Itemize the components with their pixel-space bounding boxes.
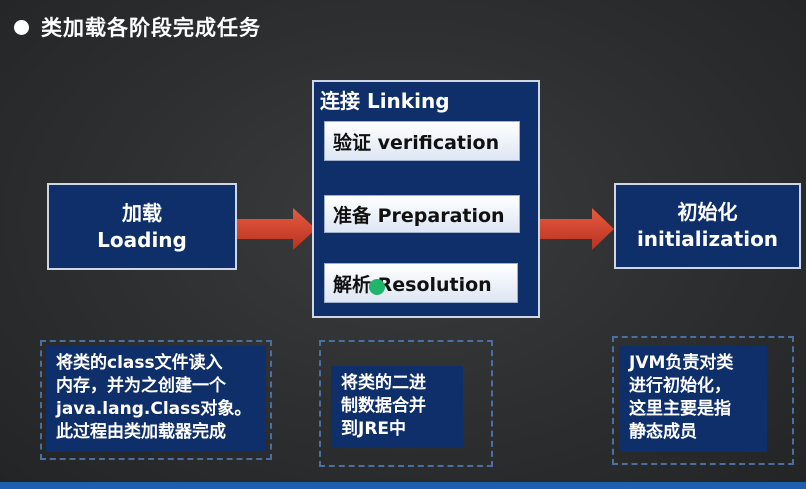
init-label-cn: 初始化 — [677, 200, 738, 224]
step-resolution: 解析 Resolution — [324, 263, 518, 303]
bottom-bar — [0, 482, 806, 489]
note-loading-line: 内存，并为之创建一个 — [56, 376, 226, 396]
cursor-dot-icon — [369, 279, 385, 295]
arrow-linking-to-init — [540, 208, 614, 250]
note-init-line: JVM负责对类 — [629, 353, 734, 373]
loading-label-en: Loading — [97, 227, 187, 252]
init-label-en: initialization — [636, 227, 779, 251]
note-linking-line: 制数据合并 — [341, 396, 426, 416]
arrow-loading-to-linking — [237, 208, 316, 250]
note-loading: 将类的class文件读入 内存，并为之创建一个 java.lang.Class对… — [46, 346, 266, 452]
note-linking-line: 将类的二进 — [341, 373, 426, 393]
note-loading-line: java.lang.Class对象。 — [56, 399, 252, 419]
note-init-line: 静态成员 — [629, 422, 697, 442]
loading-box: 加载 Loading — [47, 183, 237, 270]
page-title: 类加载各阶段完成任务 — [41, 16, 261, 40]
step-verification: 验证 verification — [324, 121, 520, 161]
bullet-icon — [14, 19, 29, 35]
linking-title: 连接 Linking — [320, 89, 450, 113]
note-loading-frame — [40, 340, 272, 460]
note-init-frame — [612, 336, 794, 465]
step-preparation: 准备 Preparation — [324, 195, 520, 233]
loading-label-cn: 加载 — [122, 200, 162, 225]
initialization-box: 初始化 initialization — [614, 183, 801, 269]
title-row: 类加载各阶段完成任务 — [14, 10, 261, 44]
note-linking-frame — [319, 340, 493, 467]
note-linking-line: 到JRE中 — [341, 419, 407, 439]
note-linking: 将类的二进 制数据合并 到JRE中 — [331, 366, 463, 447]
note-init: JVM负责对类 进行初始化， 这里主要是指 静态成员 — [619, 346, 767, 452]
note-init-line: 这里主要是指 — [629, 399, 731, 419]
note-loading-line: 此过程由类加载器完成 — [56, 422, 226, 442]
note-init-line: 进行初始化， — [629, 376, 731, 396]
note-loading-line: 将类的class文件读入 — [56, 353, 223, 373]
